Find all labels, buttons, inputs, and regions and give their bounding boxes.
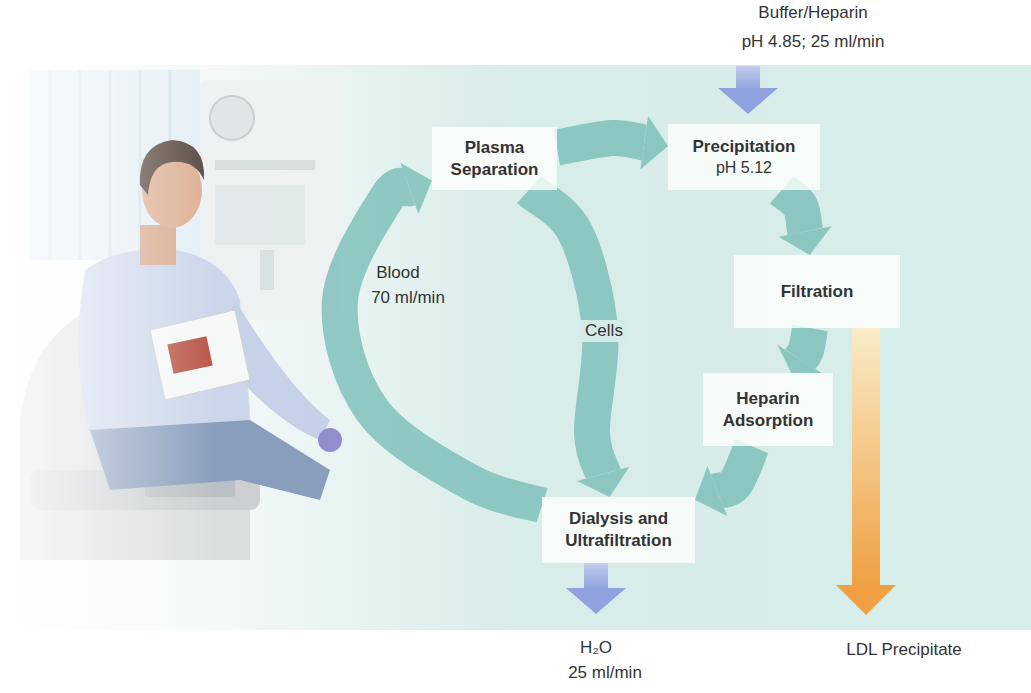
process-box: PrecipitationpH 5.12 xyxy=(668,124,820,190)
flow-band-line xyxy=(800,328,810,359)
arrow-head xyxy=(695,466,727,516)
patient-illustration-part xyxy=(0,65,360,630)
box-title: Heparin Adsorption xyxy=(713,388,823,432)
edge-label: Cells xyxy=(581,320,627,342)
arrow-head xyxy=(777,345,823,374)
flow-band xyxy=(777,328,823,374)
water-outflow-arrow xyxy=(566,563,626,614)
flow-band-line xyxy=(782,190,805,232)
precipitate-outflow-arrow xyxy=(836,328,896,615)
flow-label: Blood xyxy=(376,262,419,284)
buffer-inflow-arrow-part xyxy=(718,88,778,114)
ground-band xyxy=(0,65,1031,630)
box-title: Precipitation xyxy=(693,136,796,158)
arrow-head xyxy=(577,467,629,497)
water-outflow-arrow-part xyxy=(566,588,626,614)
process-box: Heparin Adsorption xyxy=(703,373,833,446)
buffer-inflow-arrow-part xyxy=(736,66,760,90)
precipitate-outflow-arrow-part xyxy=(836,585,896,615)
flow-label: 25 ml/min xyxy=(568,662,642,684)
flow-band xyxy=(340,163,542,505)
box-title: Dialysis and Ultrafiltration xyxy=(552,508,685,552)
flow-band-line xyxy=(717,446,752,491)
flow-label: pH 4.85; 25 ml/min xyxy=(742,31,885,53)
flow-band-line xyxy=(557,138,644,148)
water-outflow-arrow-part xyxy=(584,563,608,589)
process-box: Filtration xyxy=(734,255,900,328)
flow-label: H₂O xyxy=(580,637,612,659)
flow-band-line xyxy=(340,186,542,506)
box-subtext: pH 5.12 xyxy=(716,158,772,178)
process-box: Plasma Separation xyxy=(432,127,557,190)
box-title: Filtration xyxy=(781,281,854,303)
flow-band xyxy=(557,116,668,169)
arrow-head xyxy=(779,226,832,255)
patient-illustration xyxy=(0,65,360,630)
arrow-head xyxy=(640,116,668,169)
flow-band xyxy=(695,446,752,516)
flow-band xyxy=(529,190,629,497)
flow-label: 70 ml/min xyxy=(371,287,445,309)
flow-label: Buffer/Heparin xyxy=(758,2,867,24)
flow-band xyxy=(779,190,832,255)
flow-label: LDL Precipitate xyxy=(846,639,962,661)
precipitate-outflow-arrow-part xyxy=(852,328,880,586)
process-box: Dialysis and Ultrafiltration xyxy=(542,497,695,563)
arrow-head xyxy=(400,163,432,214)
box-title: Plasma Separation xyxy=(442,137,547,181)
buffer-inflow-arrow xyxy=(718,66,778,114)
